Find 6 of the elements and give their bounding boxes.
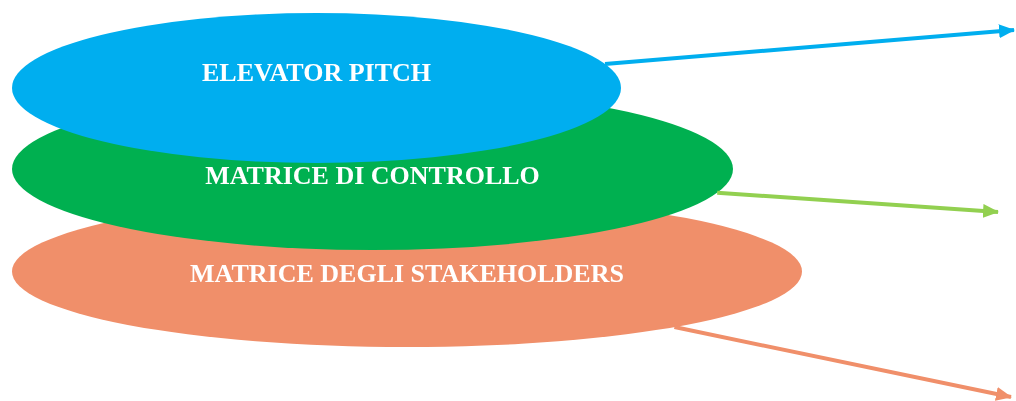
arrow [717,190,999,218]
ellipse-label: ELEVATOR PITCH [202,57,431,89]
arrow [674,325,1012,401]
ellipse-label: MATRICE DI CONTROLLO [205,160,540,192]
arrow [604,24,1015,66]
ellipse-label: MATRICE DEGLI STAKEHOLDERS [190,258,624,290]
